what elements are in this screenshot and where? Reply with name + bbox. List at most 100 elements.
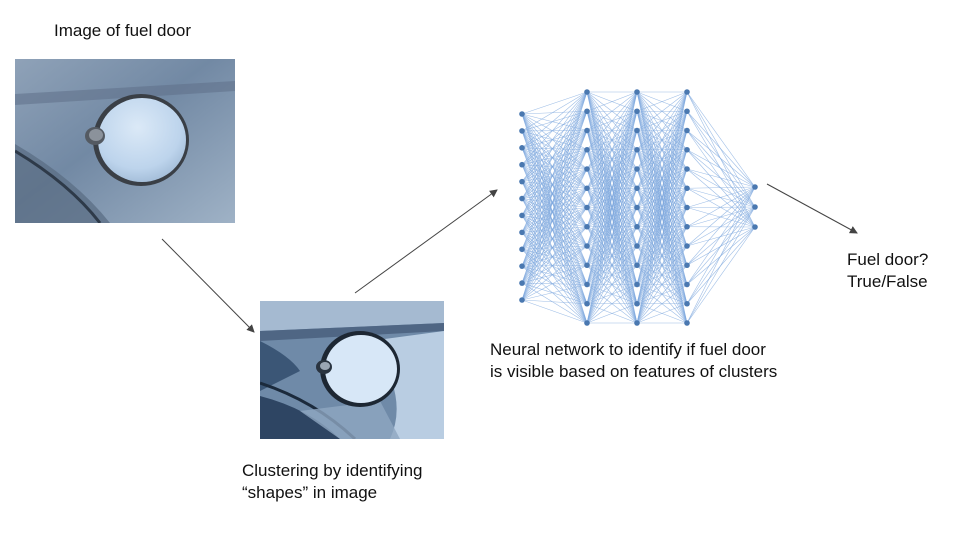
network-edge [521,282,588,305]
network-edge [586,91,638,170]
network-edge [521,149,588,267]
network-edge [636,91,688,266]
network-edge [586,91,638,227]
network-edge [521,110,588,149]
network-node-layer-2 [584,243,590,249]
network-caption-line-1: Neural network to identify if fuel door [490,340,766,359]
network-edge [521,149,588,216]
network-edge [586,91,638,131]
network-edge [636,91,688,324]
network-edge [521,181,588,247]
fuel-door-photo [15,59,235,223]
network-edge [636,91,688,150]
network-edge [521,198,588,324]
network-node-layer-5 [752,224,758,230]
network-edge [586,111,638,324]
network-edge [521,91,588,301]
network-edge [686,187,756,228]
network-node-layer-2 [584,185,590,192]
network-node-layer-3 [634,185,640,192]
network-edge [521,111,588,216]
network-edge [521,168,588,267]
network-edge [521,245,588,301]
network-node-layer-4 [684,185,690,192]
network-node-layer-3 [634,89,640,95]
input-image-caption: Image of fuel door [54,21,192,40]
network-node-layer-4 [684,127,690,134]
network-edge [586,91,638,150]
network-node-layer-2 [584,262,590,269]
network-edge [521,282,588,285]
network-node-layer-2 [584,320,590,326]
network-node-layer-1 [519,280,525,286]
network-edge [521,187,588,216]
network-edge [636,91,688,131]
arrow-photo-to-clusters [161,238,255,333]
network-edge [636,91,688,112]
clustered-image [260,301,444,439]
network-edge [521,215,588,304]
network-edge [586,265,638,324]
network-edge [521,130,588,284]
network-edge [586,91,638,189]
network-edge [521,264,588,301]
network-edge [686,186,756,228]
network-edge [521,181,588,266]
network-edge [636,91,688,170]
network-edge [521,147,588,151]
network-edge [636,91,688,285]
network-edge [521,164,588,189]
network-edge [686,187,756,208]
network-node-layer-5 [752,204,758,210]
network-edge [521,284,588,301]
network-edge [686,207,756,228]
network-node-layer-3 [634,320,640,326]
network-node-layer-1 [519,246,525,253]
network-node-layer-4 [684,108,690,115]
network-edge [521,111,588,250]
network-edge [686,226,756,324]
network-node-layer-3 [634,281,640,288]
output-label: Fuel door? True/False [847,249,928,293]
network-node-layer-1 [519,297,525,303]
network-node-layer-2 [584,281,590,288]
network-edge [686,130,756,208]
network-edge [686,149,756,208]
network-edge [521,130,588,165]
network-edge [521,168,588,233]
network-edge [686,186,756,285]
network-edge [521,110,588,132]
network-edge [521,181,588,304]
network-edge [521,198,588,285]
network-node-layer-2 [584,127,590,134]
network-edge [521,181,588,285]
network-edge [521,215,588,247]
network-edge [521,226,588,250]
network-edge [521,226,588,233]
network-node-layer-1 [519,195,525,202]
network-edge [521,113,588,131]
network-node-layer-2 [584,204,590,211]
network-edge [521,188,588,284]
network-edge [586,168,638,324]
network-edge [521,130,588,170]
network-edge [521,91,588,132]
network-edge [521,111,588,284]
arrow-clusters-to-network [354,189,498,294]
network-edge [636,91,688,247]
network-edge [521,111,588,165]
network-edge [521,198,588,208]
network-edge [521,111,588,301]
network-edge [686,149,756,228]
network-edge [521,264,588,284]
network-edge [686,168,756,208]
network-node-layer-1 [519,145,525,151]
clustering-caption-line-1: Clustering by identifying [242,461,423,480]
network-edge [636,91,688,189]
network-edge [521,249,588,324]
network-edge [521,91,588,216]
network-edge [521,232,588,324]
network-edge [521,130,588,250]
network-edge [521,168,588,216]
network-edge [521,130,588,267]
